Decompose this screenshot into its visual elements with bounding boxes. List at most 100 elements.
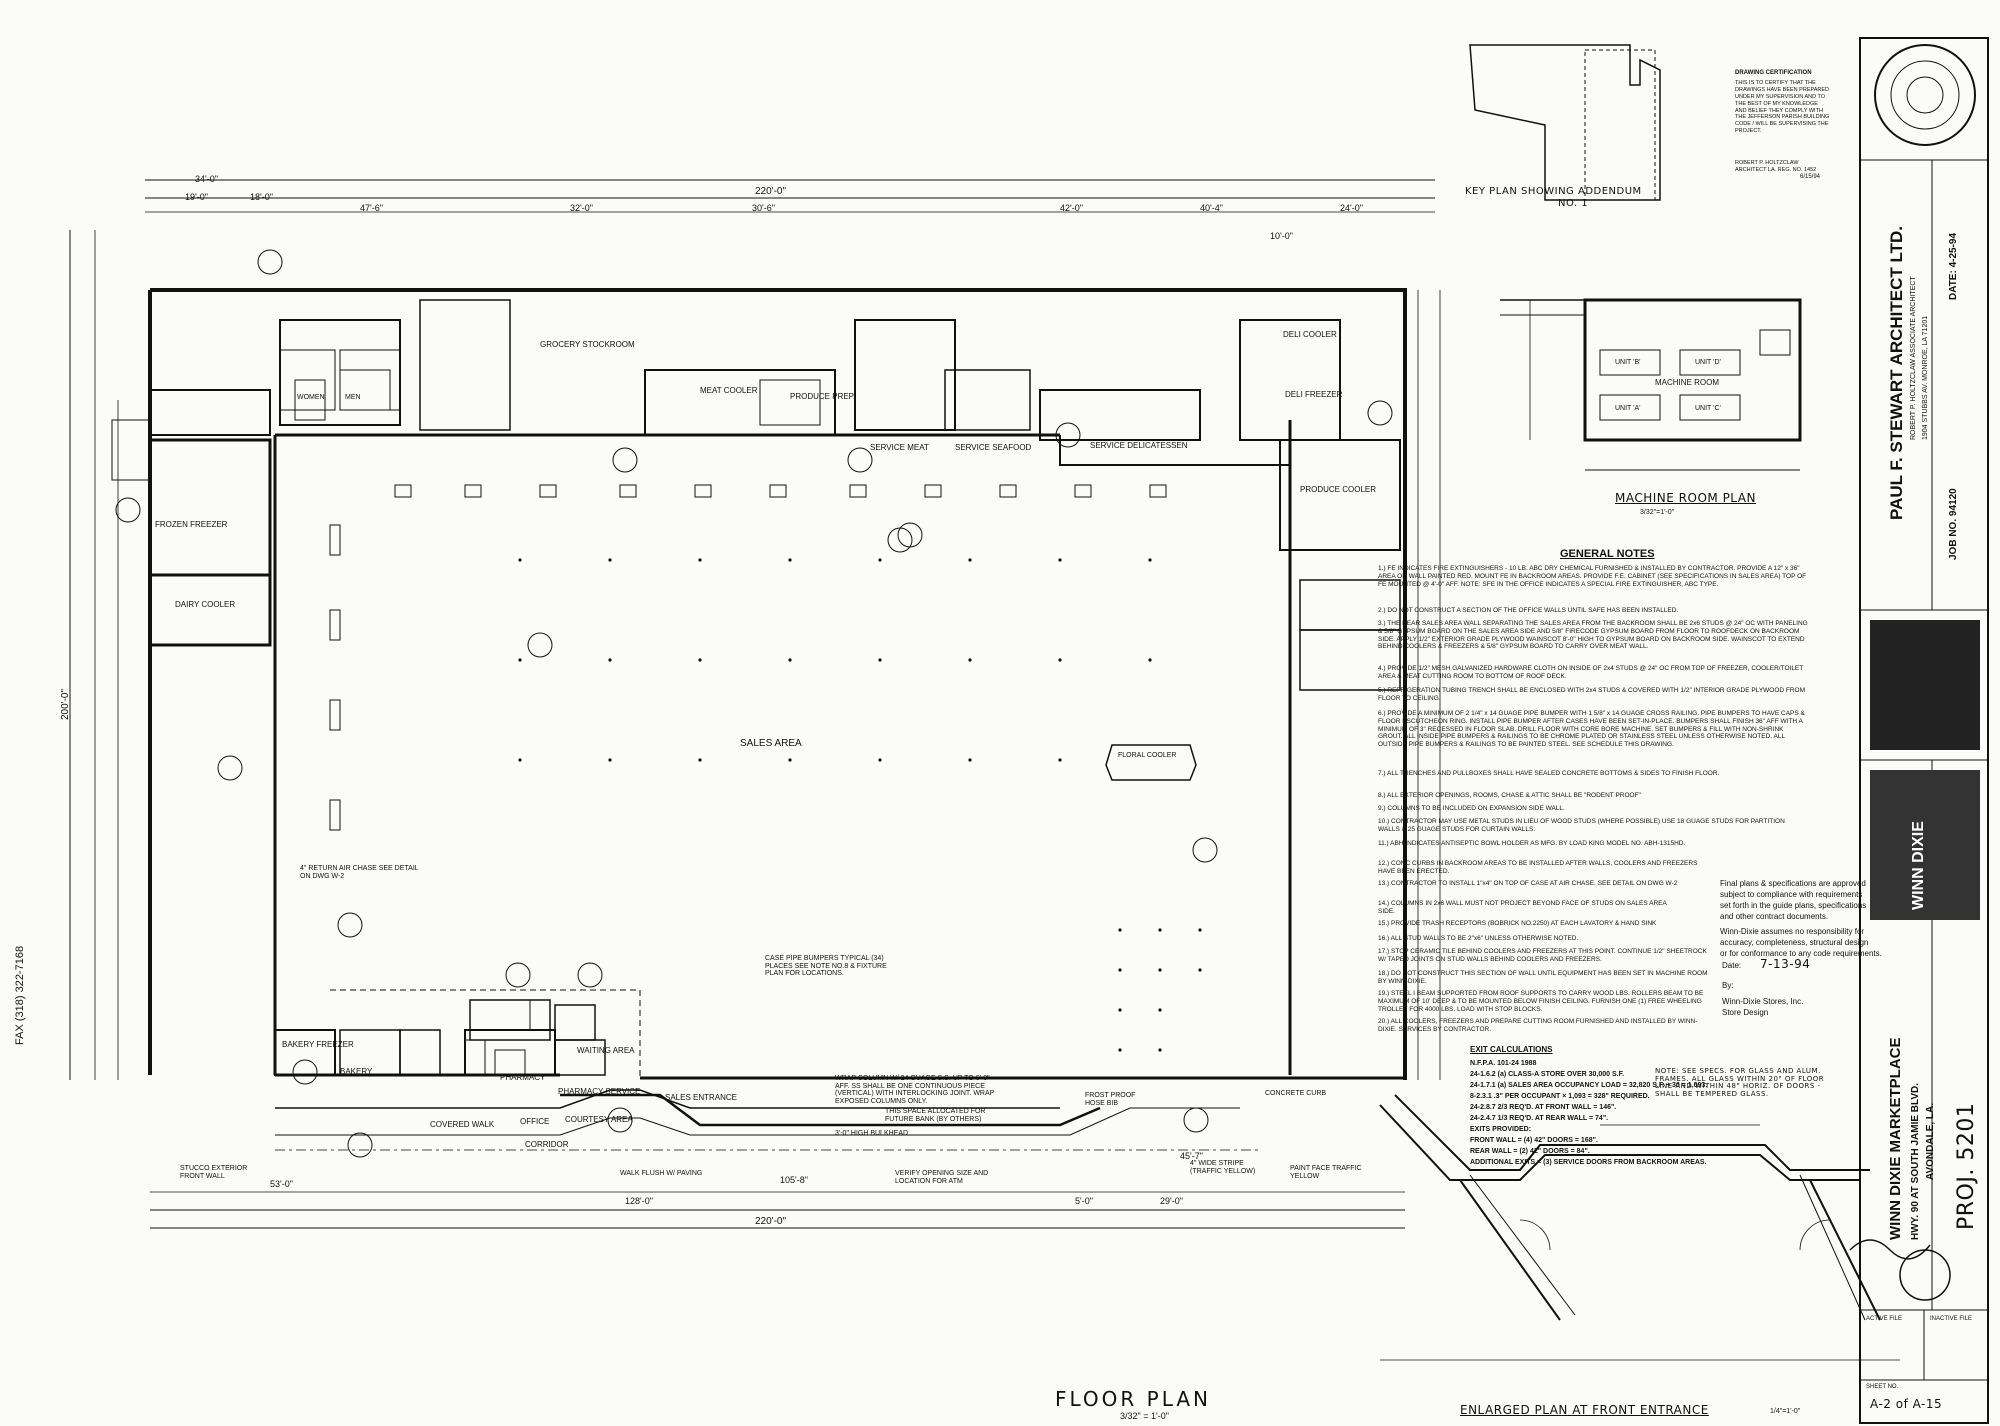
title-date: DATE: 4-25-94 (1948, 232, 1959, 300)
room-women: WOMEN (297, 394, 325, 401)
general-note-17: 17.) STOP CERAMIC TILE BEHIND COOLERS AN… (1378, 948, 1707, 963)
note-concrete-curb: CONCRETE CURB (1265, 1090, 1327, 1097)
title-sheet-number: A-2 of A-15 (1870, 1397, 1943, 1411)
room-bakery: BAKERY (340, 1067, 373, 1076)
exit-calc-line-6: 24-2.4.7 1/3 REQ'D. AT REAR WALL = 74". (1470, 1115, 1609, 1122)
room-deli-cooler: DELI COOLER (1283, 330, 1337, 339)
approval-line-2: subject to compliance with requirements (1720, 890, 1863, 899)
general-note-1: 1.) FE INDICATES FIRE EXTINGUISHERS - 10… (1378, 565, 1807, 588)
general-note-12: 12.) CONC CURBS IN BACKROOM AREAS TO BE … (1378, 860, 1698, 875)
room-floral-cooler: FLORAL COOLER (1118, 752, 1177, 759)
machine-room-title: MACHINE ROOM PLAN (1615, 491, 1756, 505)
room-service-seafood: SERVICE SEAFOOD (955, 443, 1032, 452)
exit-calc-line-2: 24-1.6.2 (a) CLASS-A STORE OVER 30,000 S… (1470, 1071, 1625, 1078)
room-pharmacy: PHARMACY (500, 1073, 546, 1082)
dim-bottom-1: 53'-0" (270, 1179, 293, 1189)
room-sales-entrance: SALES ENTRANCE (665, 1093, 738, 1102)
note-walk-flush: WALK FLUSH W/ PAVING (620, 1170, 703, 1177)
dim-top-8: 40'-4" (1200, 203, 1223, 213)
overall-dimension-bottom: 220'-0" (755, 1216, 787, 1227)
machine-unit-a: UNIT 'A' (1615, 405, 1641, 412)
general-note-20: 20.) ALL COOLERS, FREEZERS AND PREPARE C… (1378, 1018, 1698, 1033)
dim-top-5: 32'-0" (570, 203, 593, 213)
room-sales-area: SALES AREA (740, 738, 802, 749)
room-men: MEN (345, 394, 361, 401)
note-case-pipe-bumpers: CASE PIPE BUMPERS TYPICAL (34) PLACES SE… (765, 955, 887, 978)
general-note-6: 6.) PROVIDE A MINIMUM OF 2 1/4" x 14 GUA… (1378, 710, 1805, 749)
dim-bottom-2: 128'-0" (625, 1196, 653, 1206)
note-return-air-chase: 4" RETURN AIR CHASE SEE DETAIL ON DWG W-… (300, 865, 419, 880)
title-architect: PAUL F. STEWART ARCHITECT LTD. (1887, 225, 1906, 520)
room-service-delicatessen: SERVICE DELICATESSEN (1090, 441, 1188, 450)
dim-top-6: 30'-6" (752, 203, 775, 213)
general-note-13: 13.) CONTRACTOR TO INSTALL 1"x4" ON TOP … (1378, 880, 1678, 887)
exit-calc-line-7: EXITS PROVIDED: (1470, 1126, 1532, 1133)
general-note-14: 14.) COLUMNS IN 2x6 WALL MUST NOT PROJEC… (1378, 900, 1667, 915)
note-wide-stripe: 4" WIDE STRIPE (TRAFFIC YELLOW) (1190, 1160, 1256, 1175)
general-note-4: 4.) PROVIDE 1/2" MESH GALVANIZED HARDWAR… (1378, 665, 1804, 680)
title-sheet-label: SHEET NO. (1866, 1384, 1899, 1390)
machine-unit-d: UNIT 'D' (1695, 359, 1721, 366)
general-note-5: 5.) REFRIGERATION TUBING TRENCH SHALL BE… (1378, 687, 1806, 702)
key-plan-title: KEY PLAN SHOWING ADDENDUM (1465, 186, 1642, 197)
exit-calc-line-1: N.F.P.A. 101-24 1988 (1470, 1060, 1537, 1067)
approval-line-7: or for conformance to any code requireme… (1720, 949, 1882, 958)
floor-plan-title: FLOOR PLAN (1055, 1387, 1211, 1411)
general-note-7: 7.) ALL TRENCHES AND PULLBOXES SHALL HAV… (1378, 770, 1720, 777)
title-project-location: HWY. 90 AT SOUTH JAMIE BLVD. (1910, 1082, 1921, 1240)
title-project: WINN DIXIE MARKETPLACE (1887, 1037, 1904, 1241)
exit-calc-line-9: REAR WALL = (2) 42" DOORS = 84". (1470, 1148, 1590, 1155)
general-note-19: 19.) STEEL I BEAM SUPPORTED FROM ROOF SU… (1378, 990, 1704, 1013)
exit-calc-line-4: 8-2.3.1 .3" PER OCCUPANT × 1,093 = 328" … (1470, 1093, 1650, 1100)
title-job-no: JOB NO. 94120 (1948, 488, 1959, 560)
title-address: 1904 STUBBS AV. MONROE, LA 71201 (1922, 315, 1929, 440)
room-dairy-cooler: DAIRY COOLER (175, 600, 236, 609)
general-note-16: 16.) ALL STUD WALLS TO BE 2"x6" UNLESS O… (1378, 935, 1579, 942)
machine-unit-b: UNIT 'B' (1615, 359, 1641, 366)
certification-heading: DRAWING CERTIFICATION (1735, 70, 1812, 76)
title-inactive-file: INACTIVE FILE (1930, 1316, 1973, 1322)
room-produce-cooler: PRODUCE COOLER (1300, 485, 1377, 494)
approval-line-6: accuracy, completeness, structural desig… (1720, 938, 1869, 947)
room-produce-prep: PRODUCE PREP. (790, 392, 856, 401)
room-grocery-stockroom: GROCERY STOCKROOM (540, 340, 635, 349)
approval-date: 7-13-94 (1760, 957, 1811, 971)
enlarged-plan-title: ENLARGED PLAN AT FRONT ENTRANCE (1460, 1403, 1709, 1417)
title-brand: WINN DIXIE (1910, 821, 1927, 910)
dim-top-10: 10'-0" (1270, 231, 1293, 241)
room-office: OFFICE (520, 1117, 550, 1126)
general-notes-title: GENERAL NOTES (1560, 548, 1655, 560)
title-architect-sub: ROBERT P. HOLTZCLAW ASSOCIATE ARCHITECT (1910, 276, 1917, 440)
room-meat-cooler: MEAT COOLER (700, 386, 758, 395)
exit-calc-line-10: ADDITIONAL EXITS = (3) SERVICE DOORS FRO… (1470, 1159, 1707, 1166)
general-note-11: 11.) ABH INDICATES ANTISEPTIC BOWL HOLDE… (1378, 840, 1686, 847)
approval-line-1: Final plans & specifications are approve… (1720, 879, 1866, 888)
machine-room-scale: 3/32"=1'-0" (1640, 509, 1675, 516)
room-waiting-area: WAITING AREA (577, 1046, 635, 1055)
dim-top-9: 24'-0" (1340, 203, 1363, 213)
note-future-bank: THIS SPACE ALLOCATED FOR FUTURE BANK (BY… (885, 1108, 986, 1123)
enlarged-plan-scale: 1/4"=1'-0" (1770, 1408, 1801, 1415)
title-active-file: ACTIVE FILE (1866, 1316, 1903, 1322)
dim-top-2: 19'-0" (185, 192, 208, 202)
general-note-9: 9.) COLUMNS TO BE INCLUDED ON EXPANSION … (1378, 805, 1565, 812)
title-project-city: AVONDALE, LA. (1925, 1102, 1936, 1180)
note-paint-face: PAINT FACE TRAFFIC YELLOW (1290, 1165, 1362, 1180)
dim-top-7: 42'-0" (1060, 203, 1083, 213)
certification-name: ROBERT P. HOLTZCLAW (1735, 160, 1799, 166)
fax-number: FAX (318) 322-7168 (14, 945, 26, 1045)
machine-unit-c: UNIT 'C' (1695, 405, 1721, 412)
room-bakery-freezer: BAKERY FREEZER (282, 1040, 354, 1049)
room-pharmacy-service: PHARMACY SERVICE (558, 1087, 641, 1096)
floor-plan-scale: 3/32" = 1'-0" (1120, 1411, 1169, 1421)
room-deli-freezer: DELI FREEZER (1285, 390, 1343, 399)
approval-company: Winn-Dixie Stores, Inc. (1722, 997, 1804, 1006)
dim-top-1: 34'-0" (195, 174, 218, 184)
overall-dimension-top: 220'-0" (755, 186, 787, 197)
entrance-glass-note: NOTE: SEE SPECS. FOR GLASS AND ALUM. FRA… (1655, 1067, 1825, 1099)
dim-bottom-6: 45'-7" (1180, 1151, 1203, 1161)
note-bulkhead: 3'-0" HIGH BULKHEAD (835, 1130, 909, 1137)
exit-calc-line-3: 24-1.7.1 (a) SALES AREA OCCUPANCY LOAD =… (1470, 1082, 1708, 1089)
key-plan-number: NO. 1 (1558, 198, 1589, 209)
